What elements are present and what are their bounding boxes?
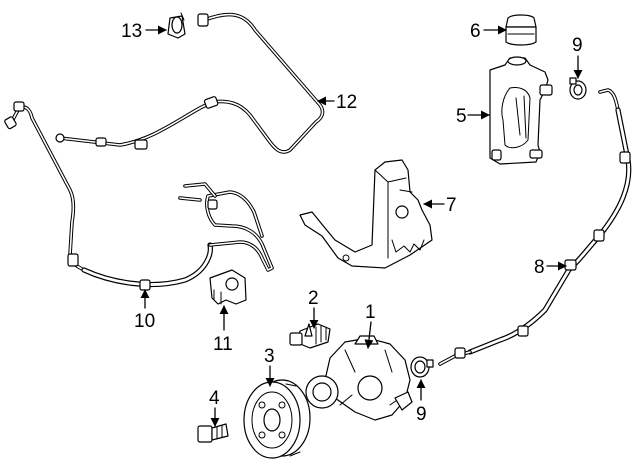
callout-4: 4 bbox=[209, 388, 220, 427]
callout-8: 8 bbox=[534, 257, 567, 278]
pulley-part bbox=[243, 379, 311, 459]
supply-hose-part bbox=[438, 88, 632, 366]
clamp-part-9-bottom bbox=[410, 356, 434, 378]
callout-label: 1 bbox=[365, 302, 376, 323]
callout-label: 3 bbox=[264, 346, 275, 367]
callout-12: 12 bbox=[317, 92, 357, 113]
pressure-line-part bbox=[55, 12, 325, 154]
callout-label: 6 bbox=[470, 21, 481, 42]
callout-13: 13 bbox=[121, 21, 167, 42]
reservoir-cap-part bbox=[505, 14, 537, 46]
callout-6: 6 bbox=[470, 21, 507, 42]
return-hose-part bbox=[4, 101, 274, 291]
callout-label: 4 bbox=[209, 388, 220, 409]
bolt-part-4 bbox=[197, 423, 229, 443]
callout-3: 3 bbox=[264, 346, 275, 387]
reservoir-part bbox=[489, 56, 553, 165]
callout-1: 1 bbox=[364, 302, 376, 349]
clamp-part-9-top bbox=[569, 77, 587, 100]
callout-7: 7 bbox=[423, 195, 457, 216]
callout-9-top: 9 bbox=[572, 35, 583, 79]
callout-label: 13 bbox=[121, 21, 142, 42]
bolt-part-2 bbox=[289, 323, 331, 349]
callout-label: 8 bbox=[534, 257, 545, 278]
callout-11: 11 bbox=[213, 305, 233, 355]
callout-label: 11 bbox=[213, 334, 233, 355]
callout-label: 12 bbox=[336, 92, 357, 113]
callout-label: 9 bbox=[572, 35, 583, 56]
callout-2: 2 bbox=[308, 288, 319, 329]
callout-label: 10 bbox=[134, 311, 155, 332]
callout-10: 10 bbox=[134, 289, 155, 332]
bracket-part-11 bbox=[209, 269, 247, 305]
callout-label: 2 bbox=[308, 288, 319, 309]
clamp-part-13 bbox=[167, 12, 186, 39]
callout-5: 5 bbox=[456, 106, 490, 127]
callout-label: 5 bbox=[456, 106, 467, 127]
pump-part bbox=[305, 335, 413, 421]
callout-label: 9 bbox=[416, 404, 427, 425]
bracket-part-7 bbox=[299, 159, 433, 269]
callout-9-bottom: 9 bbox=[416, 379, 427, 425]
callout-label: 7 bbox=[446, 195, 457, 216]
